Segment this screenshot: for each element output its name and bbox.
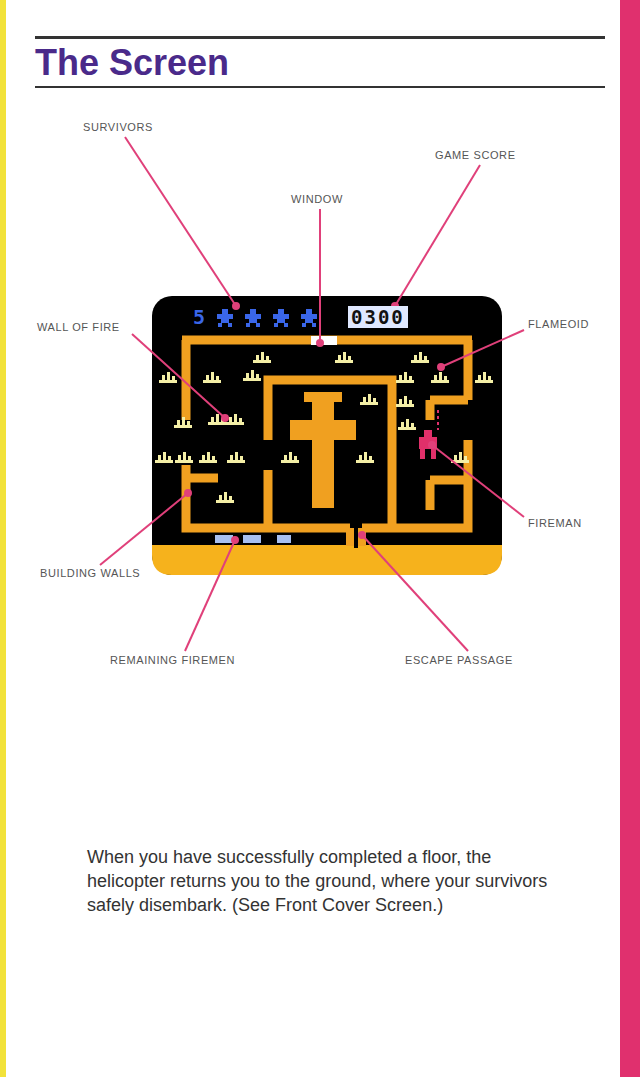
page-title: The Screen <box>35 42 229 84</box>
window <box>311 336 337 345</box>
center-structure <box>312 398 334 508</box>
callout-label: FIREMAN <box>528 517 582 529</box>
remaining-firemen <box>215 535 291 543</box>
callout-label: REMAINING FIREMEN <box>110 654 235 666</box>
fireman <box>419 410 438 459</box>
callout-label: WALL OF FIRE <box>37 321 120 333</box>
flameoids <box>155 352 493 503</box>
callout-label: BUILDING WALLS <box>40 567 140 579</box>
ground-band <box>152 545 502 575</box>
callout-label: WINDOW <box>291 193 343 205</box>
score-digits: 0300 <box>348 306 408 328</box>
building-walls <box>182 340 472 528</box>
leader-lines <box>100 137 524 651</box>
callout-label: SURVIVORS <box>83 121 153 133</box>
survivor-count: 5 <box>193 305 205 329</box>
callout-label: GAME SCORE <box>435 149 516 161</box>
rule <box>35 86 605 88</box>
caption-text: When you have successfully completed a f… <box>87 846 567 917</box>
rule <box>35 36 605 39</box>
edge-stripe <box>0 0 6 1077</box>
callout-label: ESCAPE PASSAGE <box>405 654 513 666</box>
edge-stripe <box>620 0 640 1077</box>
screen <box>152 296 502 575</box>
callout-label: FLAMEOID <box>528 318 589 330</box>
